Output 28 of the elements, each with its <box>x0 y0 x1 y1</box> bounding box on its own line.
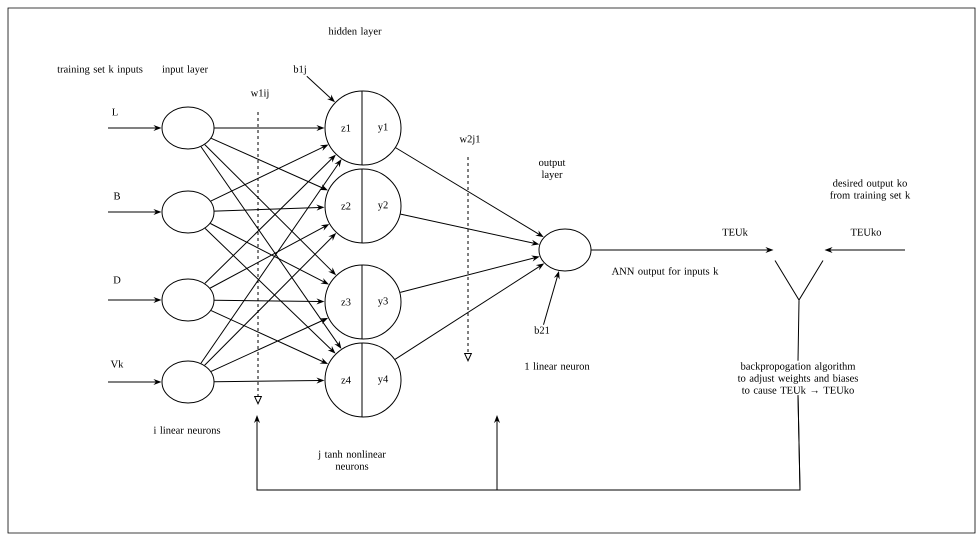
connector-line <box>798 300 800 362</box>
neuron-circle <box>162 360 214 404</box>
edge-label: TEUk <box>722 228 748 236</box>
edge-label: B <box>114 192 120 200</box>
bias-label: b1j <box>293 65 306 75</box>
annotation-text: w1ij <box>250 89 268 99</box>
comparator-fork <box>774 260 824 301</box>
annotation-text: training set k inputs <box>57 65 142 75</box>
neuron-circle <box>162 106 214 150</box>
edge-label: Vk <box>110 360 124 368</box>
annotation-text: output layer <box>538 160 566 180</box>
feedback-arrow <box>494 394 801 490</box>
edge-label: L <box>112 108 118 116</box>
annotation-text: input layer <box>162 65 208 75</box>
algorithm-text: backpropogation algorithm to adjust weights and biases to cause TEUk → TEUko <box>738 362 858 394</box>
annotation-text: 1 linear neuron <box>525 362 590 370</box>
neuron-circle <box>538 228 592 272</box>
annotation-text: j tanh nonlinear neurons <box>318 450 386 470</box>
annotation-text: i linear neurons <box>154 426 220 434</box>
edge-label: D <box>114 276 120 284</box>
annotation-text: ANN output for inputs k <box>612 267 718 277</box>
edge-label: TEUko <box>850 228 882 236</box>
neuron-circle <box>162 278 214 322</box>
annotation-text: hidden layer <box>328 27 382 37</box>
annotation-text: desired output ko from training set k <box>830 179 910 201</box>
neuron-circle <box>162 190 214 234</box>
annotation-text: w2j1 <box>460 135 480 145</box>
bias-label: b21 <box>534 326 550 334</box>
